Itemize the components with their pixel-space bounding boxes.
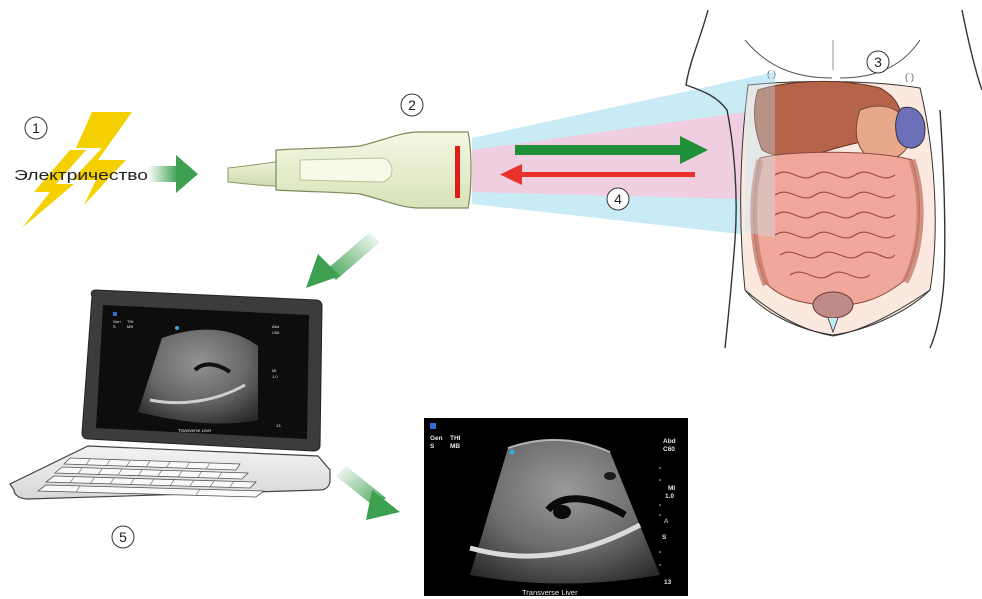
svg-text:1.0: 1.0 [272,374,278,379]
step-marker-1: 1 [25,117,47,139]
us-caption: Transverse Liver [522,588,578,597]
step-marker-4: 4 [607,188,629,210]
us-thi-label: THI [450,435,461,442]
step-number-5: 5 [119,529,127,545]
transducer-face [455,146,460,198]
step-marker-3: 3 [867,51,889,73]
step-number-1: 1 [32,120,40,136]
step-number-4: 4 [614,191,622,207]
step-number-2: 2 [408,97,416,113]
us-c60-label: C60 [663,446,675,453]
us-s-label: S [430,443,435,450]
svg-text:Abd: Abd [272,324,279,329]
svg-text:S: S [113,324,116,329]
laptop-illustration: Gen S THI MB Abd C60 MI 1.0 13 Transvers… [10,290,330,499]
flow-arrow-to-probe [148,155,198,193]
transducer-probe [228,132,471,208]
step-marker-5: 5 [112,526,134,548]
us-a-marker: A [664,518,669,525]
svg-text:(˙): (˙) [905,72,914,82]
ultrasound-image: Gen S THI MB Abd C60 MI 1.0 A S 13 Trans… [424,418,688,597]
us-mi-value: 1.0 [665,493,674,500]
us-s-marker: S [662,534,667,541]
svg-text:C60: C60 [272,330,280,335]
us-abd-label: Abd [663,438,676,445]
flow-arrow-to-laptop [306,232,380,288]
svg-text:MI: MI [272,368,276,373]
svg-text:Transverse Liver: Transverse Liver [178,428,212,433]
flow-arrow-to-image [336,466,400,520]
svg-text:13: 13 [276,423,281,428]
us-mi-label: MI [668,485,675,492]
us-depth-label: 13 [664,579,672,586]
us-mb-label: MB [450,443,460,450]
electricity-label: Электричество [14,167,148,184]
step-marker-2: 2 [401,94,423,116]
us-gen-label: Gen [430,435,443,442]
step-number-3: 3 [874,54,882,70]
svg-text:MB: MB [127,324,133,329]
